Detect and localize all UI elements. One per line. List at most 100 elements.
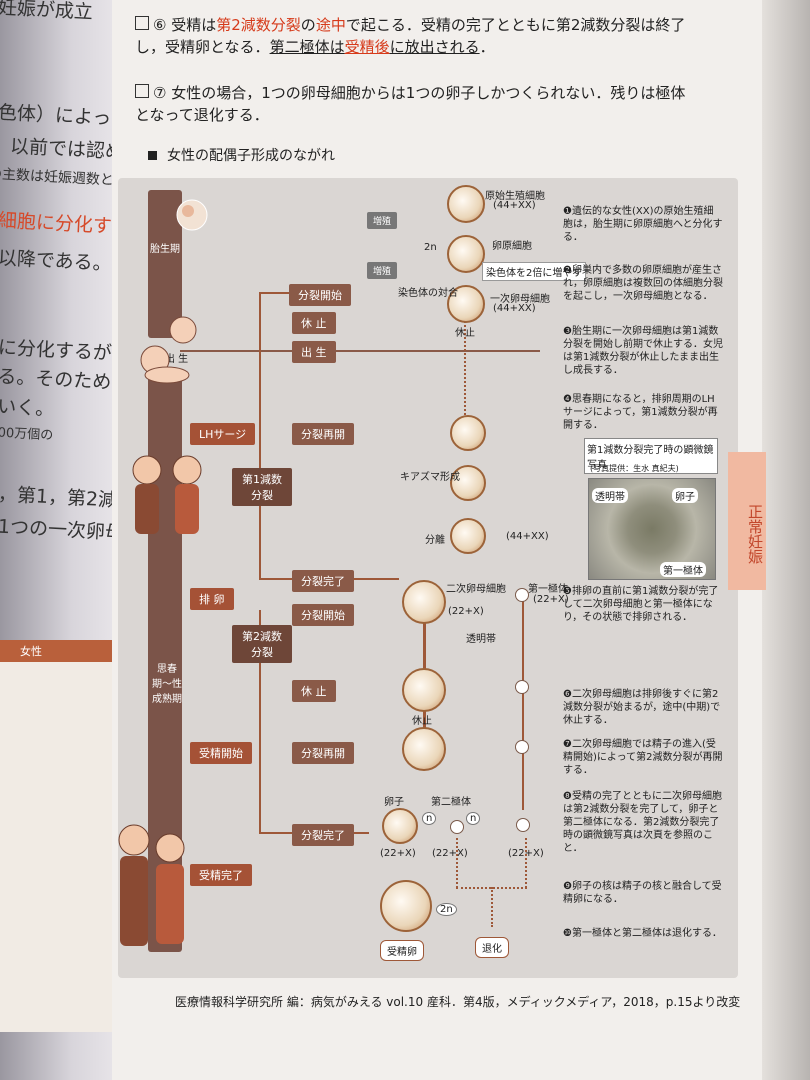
note-3: ❸胎生期に一次卵母細胞は第1減数分裂を開始し前期で休止する．女児は第1減数分裂が…: [563, 326, 723, 376]
checkbox-icon: [135, 16, 149, 30]
tag-division-complete: 分裂完了: [292, 570, 354, 592]
note-5: ❺排卵の直前に第1減数分裂が完了して二次卵母細胞と第一極体になり，その状態で排卵…: [563, 586, 719, 623]
rest-label: 休止: [455, 328, 475, 339]
tag-division-resume2: 分裂再開: [292, 742, 354, 764]
cell-label: キアズマ形成: [400, 472, 460, 483]
cell-label: 卵原細胞: [492, 241, 532, 252]
oogonium-cell: [447, 235, 485, 273]
first-polar-body: [515, 588, 529, 602]
karyotype-label: (22+X): [448, 606, 484, 617]
oocyte-cell: [450, 415, 486, 451]
dotted-line: [464, 318, 466, 418]
tag-meiosis1: 第1減数分裂: [232, 468, 292, 506]
fetal-label: 胎生期: [150, 244, 180, 255]
tag-proliferate: 増殖: [367, 212, 398, 229]
tag-proliferate: 増殖: [367, 262, 398, 279]
highlight-text: 途中: [315, 16, 346, 34]
karyotype-label: (44+XX): [493, 200, 536, 211]
cell-label: 一次卵母細胞: [490, 294, 550, 305]
zygote-cell: [380, 880, 432, 932]
highlight-text: 受精後: [344, 38, 390, 56]
primary-oocyte-cell: [447, 285, 485, 323]
tag-division-resume: 分裂再開: [292, 423, 354, 445]
photo-label: 透明帯: [592, 488, 628, 503]
note-8: ❽受精の完了とともに二次卵母細胞は第2減数分裂を完了して，卵子と第二極体になる．…: [563, 791, 722, 854]
birth-label: 出 生: [165, 354, 189, 365]
cell-label: 第二極体: [431, 797, 471, 808]
note-4: ❹思春期になると，排卵周期のLHサージによって，第1減数分裂が再開する．: [563, 394, 718, 431]
text: ．: [479, 38, 495, 56]
tag-meiosis2: 第2減数分裂: [232, 625, 292, 663]
timeline-fetal: [148, 190, 182, 338]
flow-line: [259, 292, 261, 580]
cell-label: 透明帯: [466, 634, 496, 645]
checkbox-icon: [135, 84, 149, 98]
left-page-line: 細胞に分化するが，: [0, 334, 120, 366]
left-page-line: 卵原細胞に分化する: [0, 207, 120, 239]
underlined-text: に放出される: [389, 38, 480, 56]
note-10: ❿第一極体と第二極体は退化する．: [563, 928, 722, 939]
flow-line: [423, 708, 426, 728]
cell-label: 卵子: [384, 797, 404, 808]
text: 女性の場合，1つの卵母細胞からは1つの卵子しかつくられない．残りは極体となって退…: [135, 84, 686, 124]
source-citation: 医療情報科学研究所 編：病気がみえる vol.10 産科．第4版，メディックメデ…: [175, 995, 741, 1009]
left-page: めて妊娠が成立 青染色体）によって 9週）以前では認め 最後の主数は妊娠週数とは…: [0, 0, 120, 1080]
secondary-oocyte-cell: [402, 668, 446, 712]
note-6: ❻二次卵母細胞は排卵後すぐに第2減数分裂が始まるが，途中(中期)で休止する．: [563, 689, 721, 726]
cell-label: 染色体の対合: [398, 288, 458, 299]
left-page-line: 最後の主数は妊娠週数とは: [0, 164, 120, 190]
primordial-cell: [447, 185, 485, 223]
page-edge: [762, 0, 810, 1080]
degenerate-label: 退化: [475, 937, 509, 958]
paragraph-number: ⑦: [153, 84, 167, 102]
secondary-oocyte-cell: [402, 727, 446, 771]
tag-birth: 出 生: [292, 341, 336, 363]
children-illustration: [132, 455, 202, 534]
tag-fertilization-start: 受精開始: [190, 742, 252, 764]
ploidy-label: n: [466, 812, 481, 825]
left-page-line: めて妊娠が成立: [0, 0, 94, 24]
oocyte-cell: [450, 518, 486, 554]
paragraph-number: ⑥: [153, 16, 167, 34]
note-7: ❼二次卵母細胞では精子の進入(受精開始)によって第2減数分裂が再開する．: [563, 739, 723, 776]
paragraph-7: ⑦ 女性の場合，1つの卵母細胞からは1つの卵子しかつくられない．残りは極体となっ…: [135, 82, 695, 126]
dotted-line: [491, 887, 493, 927]
cell-label: 原始生殖細胞: [485, 191, 545, 202]
paragraph-6: ⑥ 受精は第2減数分裂の途中で起こる．受精の完了とともに第2減数分裂は終了し，受…: [135, 14, 695, 58]
karyotype-label: (22+X): [508, 848, 544, 859]
left-page-line: 青染色体）によって: [0, 99, 120, 131]
left-page-line: 9週）以前では認め: [0, 132, 120, 164]
left-page-table-title: 女性: [20, 645, 42, 658]
zygote-label: 受精卵: [380, 940, 424, 961]
karyotype-label: (44+XX): [506, 531, 549, 542]
birth-line: [180, 350, 540, 352]
note-box: 染色体を2倍に増やす: [482, 262, 587, 281]
secondary-oocyte-cell: [402, 580, 446, 624]
note-9: ❾卵子の核は精子の核と融合して受精卵になる．: [563, 881, 722, 905]
left-page-line: 化し，第1，第2減数: [0, 481, 120, 513]
left-page-line: る，1つの一次卵母: [0, 513, 120, 545]
tag-division-start: 分裂開始: [289, 284, 351, 306]
cell-label: 第一極体: [528, 584, 568, 595]
dotted-line: [525, 838, 527, 888]
photo-label: 第一極体: [660, 562, 706, 577]
note-2: ❷卵巣内で多数の卵原細胞が産生され，卵原細胞は複数回の体細胞分裂を起こし，一次卵…: [563, 265, 723, 302]
puberty-label: 思春期〜性成熟期: [152, 664, 182, 705]
karyotype-label: (22+X): [380, 848, 416, 859]
first-polar-body: [516, 818, 530, 832]
left-page-line: していく。: [0, 393, 55, 421]
text: 受精は: [171, 16, 217, 34]
tag-lh-surge: LHサージ: [190, 423, 256, 445]
tag-ovulation: 排 卵: [190, 588, 234, 610]
flow-line: [259, 292, 289, 294]
dotted-line: [456, 838, 458, 888]
left-page-line: 後期以降である。: [0, 245, 113, 275]
photo-title: 第1減数分裂完了時の顕微鏡写真: [584, 438, 718, 474]
rest-label: 休止: [412, 716, 432, 727]
ploidy-label: n: [422, 812, 437, 825]
tag-division-complete2: 分裂完了: [292, 824, 354, 846]
text: で起こる．受精の完了とともに第2減数分裂は終了し，受精卵となる．: [135, 16, 686, 56]
karyotype-label: (22+X): [533, 594, 569, 605]
bullet-icon: [148, 151, 157, 160]
tag-rest2: 休 止: [292, 680, 336, 702]
